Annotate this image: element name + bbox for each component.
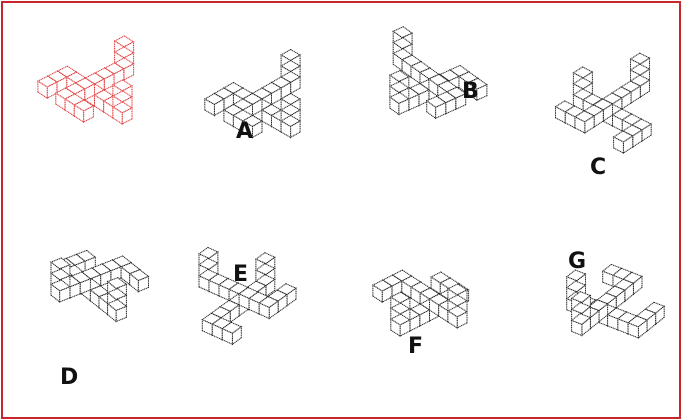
cube-face	[129, 272, 139, 293]
cube-face	[221, 327, 233, 346]
option-label-f: F	[408, 334, 423, 359]
cube-face	[389, 96, 400, 116]
reference-shape	[36, 35, 135, 125]
option-shape-b[interactable]	[388, 26, 488, 120]
cube-face	[242, 120, 253, 139]
cube-face	[627, 322, 639, 339]
cube-face	[112, 105, 123, 125]
cube-face	[280, 120, 292, 139]
option-label-c: C	[590, 155, 606, 180]
cube-face	[447, 309, 458, 329]
option-shape-a[interactable]	[203, 48, 302, 139]
option-shape-f[interactable]	[371, 269, 470, 337]
option-label-g: G	[568, 249, 586, 274]
option-shape-g[interactable]	[565, 263, 666, 339]
cube-face	[613, 136, 624, 154]
cube-face	[258, 302, 270, 320]
cube-face	[467, 81, 478, 102]
cube-face	[390, 318, 401, 337]
cube-face	[73, 104, 85, 123]
option-label-e: E	[233, 262, 248, 287]
cube-face	[571, 319, 583, 337]
cube-face	[574, 116, 586, 134]
cube-face	[372, 284, 383, 304]
cube-face	[204, 98, 215, 117]
cube-face	[426, 99, 437, 120]
option-label-a: A	[236, 119, 253, 144]
cube-face	[37, 80, 48, 100]
option-shape-e[interactable]	[198, 246, 297, 346]
option-label-d: D	[60, 365, 78, 390]
option-shape-d[interactable]	[50, 249, 150, 323]
cube-face	[107, 302, 117, 323]
option-label-b: B	[462, 79, 479, 104]
option-shape-c[interactable]	[554, 52, 653, 154]
cube-face	[50, 283, 61, 303]
